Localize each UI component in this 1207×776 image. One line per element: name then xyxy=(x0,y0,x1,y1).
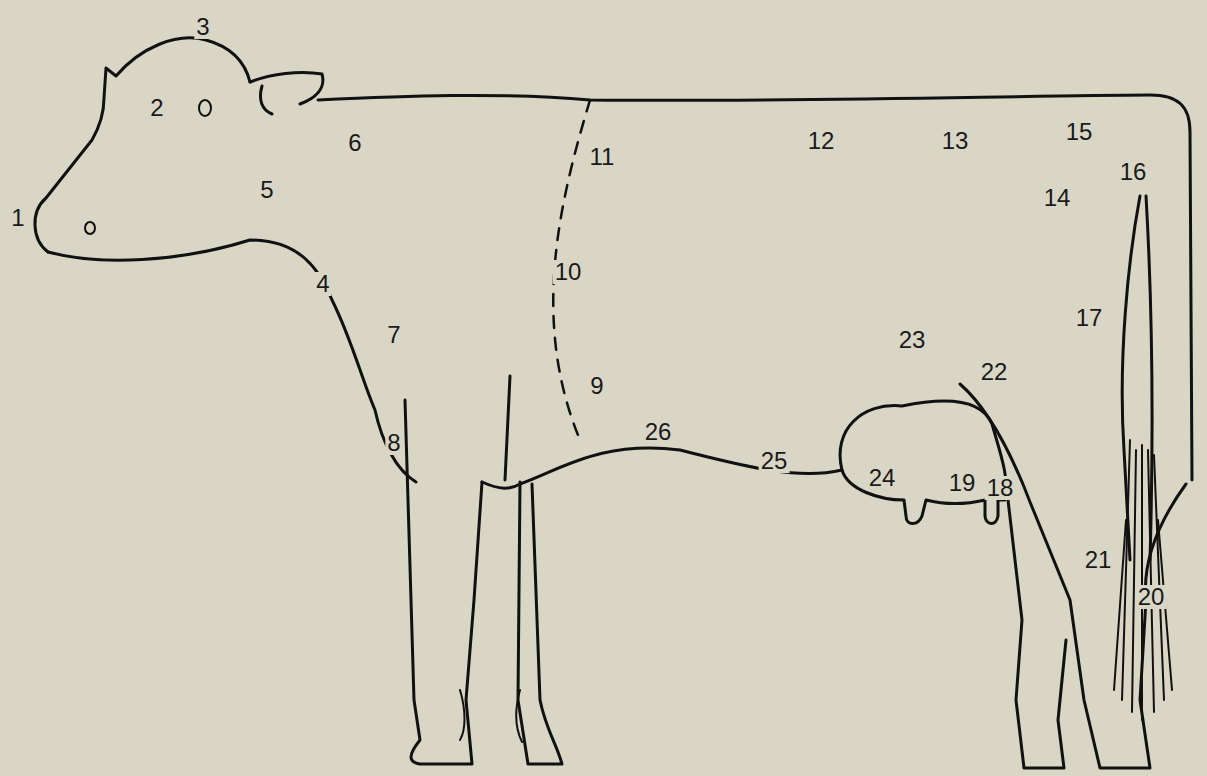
front-leg-joint xyxy=(460,690,522,742)
callout-number: 7 xyxy=(385,323,402,347)
nostril xyxy=(85,222,95,234)
callout-number: 11 xyxy=(588,145,617,169)
callout-number: 15 xyxy=(1064,120,1095,144)
callout-number: 14 xyxy=(1042,186,1073,210)
throat-line xyxy=(48,240,416,482)
callout-number: 18 xyxy=(985,476,1016,500)
callout-number: 25 xyxy=(759,449,790,473)
callout-number: 3 xyxy=(194,15,211,39)
callout-number: 22 xyxy=(979,360,1010,384)
rear-leg xyxy=(1008,500,1066,768)
tail xyxy=(1122,196,1152,560)
tail-switch xyxy=(1114,440,1172,720)
callout-number: 9 xyxy=(588,374,605,398)
ear xyxy=(250,72,323,114)
callout-number: 20 xyxy=(1136,585,1167,609)
front-leg xyxy=(405,400,482,764)
eye xyxy=(199,100,211,116)
belly-line xyxy=(482,448,842,488)
callout-number: 12 xyxy=(806,129,837,153)
callout-number: 4 xyxy=(314,272,331,296)
head-outline xyxy=(35,38,250,252)
callout-number: 5 xyxy=(258,178,275,202)
udder xyxy=(840,401,1006,524)
callout-number: 13 xyxy=(940,129,971,153)
callout-number: 17 xyxy=(1074,306,1105,330)
callout-number: 24 xyxy=(867,466,898,490)
callout-number: 26 xyxy=(643,420,674,444)
front-leg xyxy=(505,376,562,764)
callout-number: 21 xyxy=(1083,548,1114,572)
callout-number: 19 xyxy=(947,471,978,495)
callout-number: 8 xyxy=(385,431,402,455)
callout-number: 23 xyxy=(897,328,928,352)
division-line xyxy=(553,100,590,440)
callout-number: 2 xyxy=(148,96,165,120)
back-line xyxy=(318,95,1192,480)
callout-number: 1 xyxy=(9,206,26,230)
callout-number: 16 xyxy=(1118,160,1149,184)
callout-number: 10 xyxy=(553,260,584,284)
callout-number: 6 xyxy=(346,131,363,155)
